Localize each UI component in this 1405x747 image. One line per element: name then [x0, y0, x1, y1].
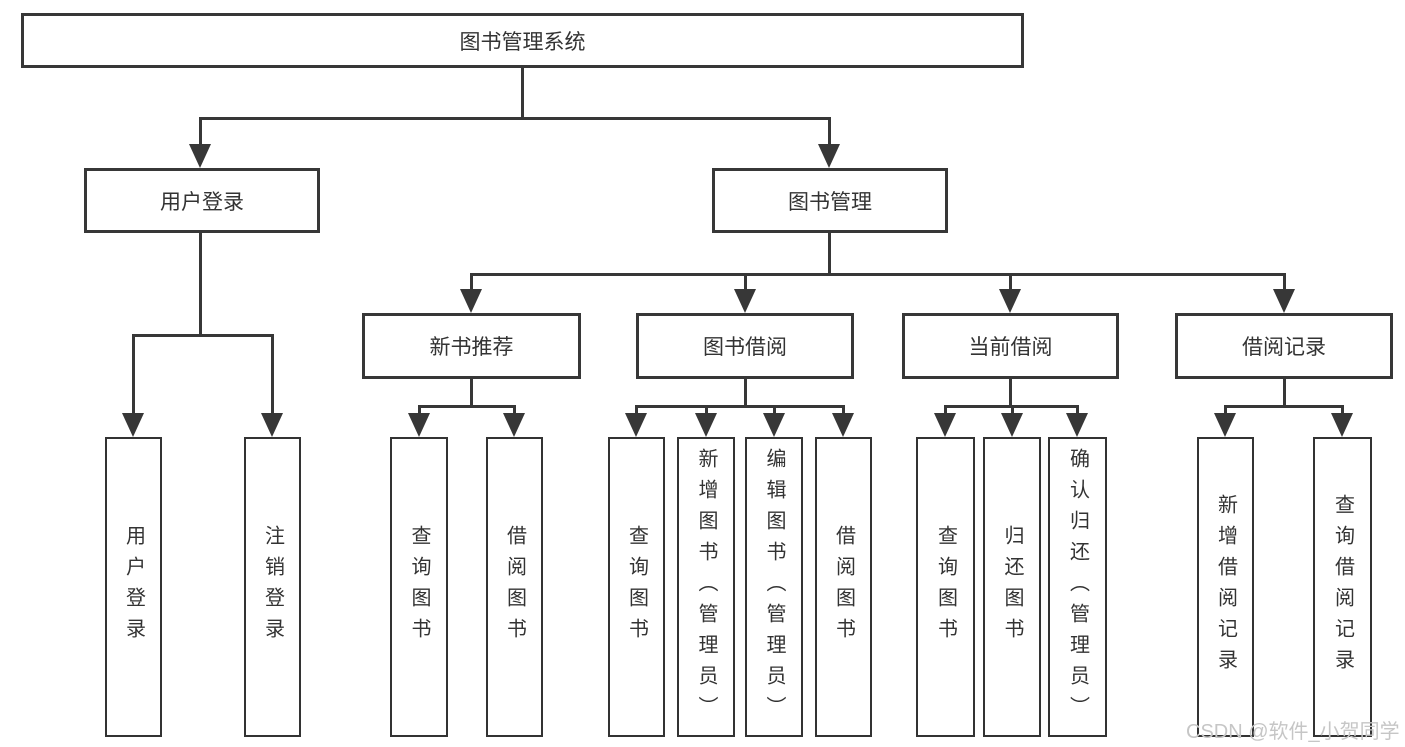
- connector-line-vertical: [743, 379, 747, 408]
- connector-line-vertical: [417, 405, 421, 415]
- connector-line-vertical: [270, 334, 274, 415]
- arrowhead-down-icon: [1001, 413, 1023, 437]
- node-leaf-record-add: 新增借阅记录: [1197, 437, 1254, 737]
- node-leaf-borrow-add: 新增图书（管理员）: [677, 437, 735, 737]
- node-module-current-borrow-label: 当前借阅: [968, 336, 1053, 359]
- connector-line-vertical: [520, 68, 524, 120]
- node-user-login: 用户登录: [84, 168, 320, 233]
- connector-line-vertical: [469, 379, 473, 408]
- connector-line-vertical: [1008, 273, 1012, 291]
- node-leaf-newbook-borrow: 借阅图书: [486, 437, 543, 737]
- arrowhead-down-icon: [734, 289, 756, 313]
- connector-line-vertical: [1008, 379, 1012, 408]
- node-leaf-record-add-label: 新增借阅记录: [1214, 494, 1237, 680]
- connector-line-vertical: [827, 117, 831, 146]
- node-leaf-newbook-query: 查询图书: [390, 437, 448, 737]
- arrowhead-down-icon: [832, 413, 854, 437]
- arrowhead-down-icon: [1214, 413, 1236, 437]
- node-module-current-borrow: 当前借阅: [902, 313, 1119, 379]
- node-leaf-borrow-query-label: 查询图书: [625, 525, 648, 649]
- connector-line-vertical: [743, 273, 747, 291]
- connector-line-vertical: [198, 117, 202, 146]
- node-leaf-user-login: 用户登录: [105, 437, 162, 737]
- node-leaf-current-return-label: 归还图书: [1001, 525, 1023, 649]
- node-leaf-borrow-edit: 编辑图书（管理员）: [745, 437, 803, 737]
- arrowhead-down-icon: [763, 413, 785, 437]
- connector-line-horizontal: [1223, 404, 1344, 408]
- node-leaf-current-query: 查询图书: [916, 437, 975, 737]
- node-root-label: 图书管理系统: [459, 30, 586, 54]
- node-leaf-logout-label: 注销登录: [261, 525, 284, 649]
- arrowhead-down-icon: [460, 289, 482, 313]
- node-leaf-borrow-borrow-label: 借阅图书: [832, 525, 855, 649]
- arrowhead-down-icon: [1066, 413, 1088, 437]
- connector-line-vertical: [1075, 405, 1079, 415]
- node-user-login-label: 用户登录: [160, 190, 244, 214]
- connector-line-vertical: [512, 405, 516, 415]
- watermark-text: CSDN @软件_小贺同学: [1186, 721, 1400, 743]
- connector-line-vertical: [634, 405, 638, 415]
- node-leaf-record-query-label: 查询借阅记录: [1331, 494, 1354, 680]
- node-book-management-label: 图书管理: [788, 190, 872, 214]
- arrowhead-down-icon: [261, 413, 283, 437]
- node-leaf-user-login-label: 用户登录: [122, 525, 145, 649]
- connector-line-vertical: [469, 273, 473, 291]
- connector-line-vertical: [1223, 405, 1227, 415]
- connector-line-vertical: [198, 233, 202, 337]
- connector-line-vertical: [704, 405, 708, 415]
- arrowhead-down-icon: [189, 144, 211, 168]
- node-leaf-newbook-query-label: 查询图书: [408, 525, 430, 649]
- node-module-borrow-record: 借阅记录: [1175, 313, 1393, 379]
- connector-line-vertical: [1282, 273, 1286, 291]
- connector-line-vertical: [131, 334, 135, 415]
- arrowhead-down-icon: [625, 413, 647, 437]
- connector-line-horizontal: [634, 404, 845, 408]
- node-leaf-borrow-query: 查询图书: [608, 437, 665, 737]
- connector-line-horizontal: [417, 404, 516, 408]
- arrowhead-down-icon: [934, 413, 956, 437]
- arrowhead-down-icon: [1273, 289, 1295, 313]
- connector-line-vertical: [1010, 405, 1014, 415]
- connector-line-horizontal: [469, 272, 1286, 276]
- node-module-new-book: 新书推荐: [362, 313, 581, 379]
- node-leaf-borrow-add-label: 新增图书（管理员）: [695, 447, 717, 727]
- connector-line-vertical: [841, 405, 845, 415]
- node-leaf-current-query-label: 查询图书: [934, 525, 957, 649]
- node-leaf-newbook-borrow-label: 借阅图书: [503, 525, 526, 649]
- connector-line-horizontal: [131, 333, 274, 337]
- node-module-book-borrow-label: 图书借阅: [703, 336, 787, 359]
- arrowhead-down-icon: [999, 289, 1021, 313]
- arrowhead-down-icon: [503, 413, 525, 437]
- connector-line-vertical: [943, 405, 947, 415]
- node-leaf-current-confirm-label: 确认归还（管理员）: [1066, 447, 1089, 727]
- node-leaf-borrow-borrow: 借阅图书: [815, 437, 872, 737]
- arrowhead-down-icon: [1331, 413, 1353, 437]
- arrowhead-down-icon: [122, 413, 144, 437]
- connector-line-vertical: [827, 233, 831, 276]
- connector-line-vertical: [772, 405, 776, 415]
- node-leaf-current-confirm: 确认归还（管理员）: [1048, 437, 1107, 737]
- connector-line-vertical: [1340, 405, 1344, 415]
- arrowhead-down-icon: [408, 413, 430, 437]
- node-leaf-logout: 注销登录: [244, 437, 301, 737]
- node-module-borrow-record-label: 借阅记录: [1242, 336, 1326, 359]
- node-leaf-borrow-edit-label: 编辑图书（管理员）: [763, 447, 785, 727]
- arrowhead-down-icon: [818, 144, 840, 168]
- node-module-new-book-label: 新书推荐: [429, 336, 514, 359]
- node-leaf-record-query: 查询借阅记录: [1313, 437, 1372, 737]
- node-module-book-borrow: 图书借阅: [636, 313, 854, 379]
- node-leaf-current-return: 归还图书: [983, 437, 1041, 737]
- node-root: 图书管理系统: [21, 13, 1024, 68]
- arrowhead-down-icon: [695, 413, 717, 437]
- connector-line-vertical: [1282, 379, 1286, 408]
- connector-line-horizontal: [943, 404, 1079, 408]
- connector-line-horizontal: [198, 116, 831, 120]
- node-book-management: 图书管理: [712, 168, 948, 233]
